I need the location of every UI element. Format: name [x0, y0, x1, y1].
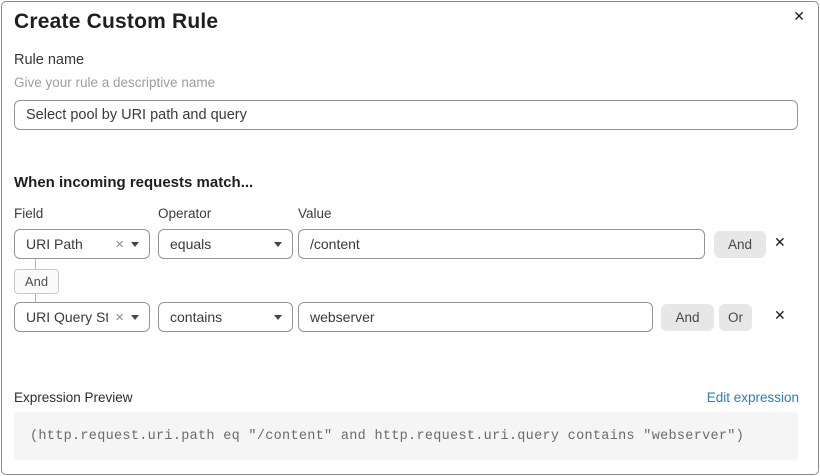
operator-select-row2-value: contains [170, 309, 223, 325]
remove-condition-icon-row2[interactable]: ✕ [774, 308, 786, 324]
chevron-down-icon [274, 314, 282, 320]
clear-selection-icon[interactable]: × [115, 235, 124, 253]
field-select-row1-value: URI Path [26, 236, 83, 252]
operator-select-row1-value: equals [170, 236, 212, 252]
rule-name-label: Rule name [14, 52, 85, 68]
operator-select-row1[interactable]: equals [158, 229, 293, 259]
rule-name-input[interactable] [14, 100, 798, 130]
operator-select-row2[interactable]: contains [158, 302, 293, 332]
field-select-row2-value: URI Query St... [26, 309, 109, 325]
close-icon[interactable]: ✕ [793, 9, 805, 25]
add-or-condition-button-row2[interactable]: Or [719, 304, 752, 331]
and-connector-badge: And [14, 269, 59, 294]
value-input-row2[interactable] [298, 302, 653, 332]
page-title: Create Custom Rule [14, 10, 219, 33]
clear-selection-icon[interactable]: × [115, 308, 124, 326]
chevron-down-icon [274, 241, 282, 247]
column-label-operator: Operator [158, 206, 212, 221]
remove-condition-icon-row1[interactable]: ✕ [774, 235, 786, 251]
chevron-down-icon [131, 241, 139, 247]
connector-line-bottom [35, 294, 36, 302]
edit-expression-link[interactable]: Edit expression [706, 390, 799, 405]
expression-preview-block: (http.request.uri.path eq "/content" and… [14, 412, 798, 460]
expression-preview-label: Expression Preview [14, 390, 133, 405]
connector-line-top [35, 259, 36, 269]
field-select-row1[interactable]: URI Path × [14, 229, 150, 259]
chevron-down-icon [131, 314, 139, 320]
add-and-condition-button-row2[interactable]: And [661, 304, 714, 331]
match-section-heading: When incoming requests match... [14, 174, 254, 191]
rule-name-hint: Give your rule a descriptive name [14, 75, 216, 90]
add-and-condition-button-row1[interactable]: And [714, 231, 766, 258]
column-label-value: Value [298, 206, 332, 221]
value-input-row1[interactable] [298, 229, 705, 259]
expression-code: (http.request.uri.path eq "/content" and… [30, 428, 745, 444]
field-select-row2[interactable]: URI Query St... × [14, 302, 150, 332]
column-label-field: Field [14, 206, 44, 221]
